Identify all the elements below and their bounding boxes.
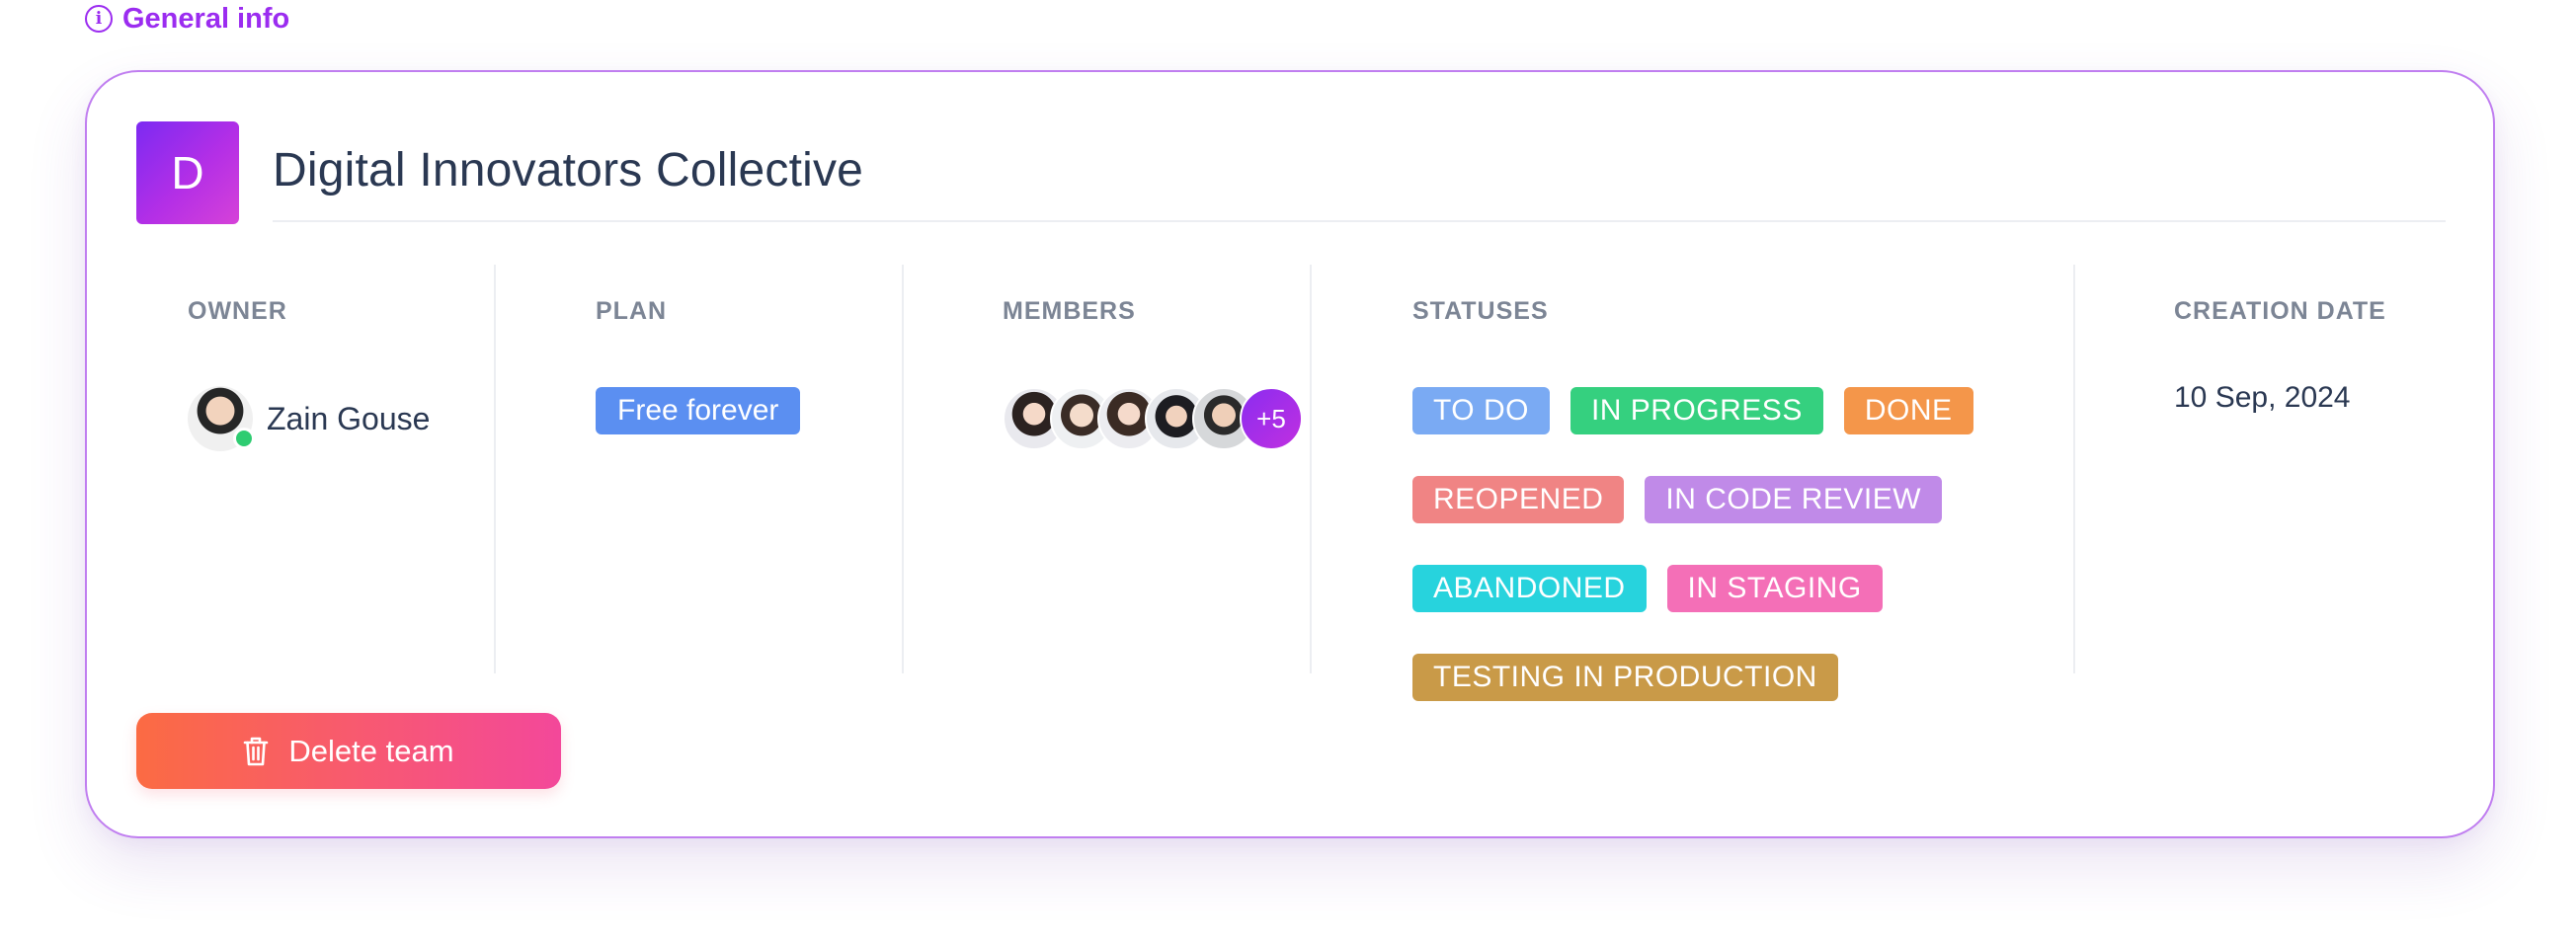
owner-name: Zain Gouse — [267, 400, 431, 436]
status-badge-in-progress: IN PROGRESS — [1570, 387, 1823, 434]
status-badge-to-do: TO DO — [1412, 387, 1550, 434]
members-label: MEMBERS — [1003, 297, 1136, 325]
section-header: i General info — [85, 0, 289, 38]
status-badge-abandoned: ABANDONED — [1412, 565, 1647, 612]
title-divider — [273, 220, 2446, 222]
owner-label: OWNER — [188, 297, 287, 325]
member-avatar[interactable] — [1003, 387, 1066, 450]
plan-label: PLAN — [596, 297, 668, 325]
info-icon: i — [85, 5, 113, 33]
trash-icon — [244, 737, 269, 765]
status-badge-done: DONE — [1843, 387, 1973, 434]
plan-badge: Free forever — [596, 387, 801, 434]
online-status-indicator — [233, 428, 255, 449]
members-avatar-group[interactable]: +5 — [1003, 387, 1303, 450]
team-card: D Digital Innovators Collective OWNER PL… — [85, 70, 2495, 838]
status-badge-in-code-review: IN CODE REVIEW — [1645, 476, 1943, 523]
section-title: General info — [122, 2, 290, 35]
member-avatar[interactable] — [1050, 387, 1113, 450]
status-badge-reopened: REOPENED — [1412, 476, 1625, 523]
status-badge-in-staging: IN STAGING — [1666, 565, 1883, 612]
creation-date-label: CREATION DATE — [2174, 297, 2386, 325]
team-avatar: D — [136, 121, 239, 224]
team-name: Digital Innovators Collective — [273, 144, 864, 196]
owner[interactable]: Zain Gouse — [188, 386, 430, 451]
column-divider — [902, 265, 904, 673]
column-divider — [494, 265, 496, 673]
more-members-badge[interactable]: +5 — [1240, 387, 1303, 450]
delete-team-button[interactable]: Delete team — [136, 713, 561, 789]
statuses-list: TO DO IN PROGRESS DONE REOPENED IN CODE … — [1412, 387, 2124, 701]
delete-team-label: Delete team — [288, 733, 454, 768]
statuses-label: STATUSES — [1412, 297, 1549, 325]
owner-avatar — [188, 386, 255, 451]
creation-date-value: 10 Sep, 2024 — [2174, 381, 2351, 414]
status-badge-testing-in-production: TESTING IN PRODUCTION — [1412, 654, 1838, 701]
column-divider — [1310, 265, 1312, 673]
column-divider — [2073, 265, 2075, 673]
